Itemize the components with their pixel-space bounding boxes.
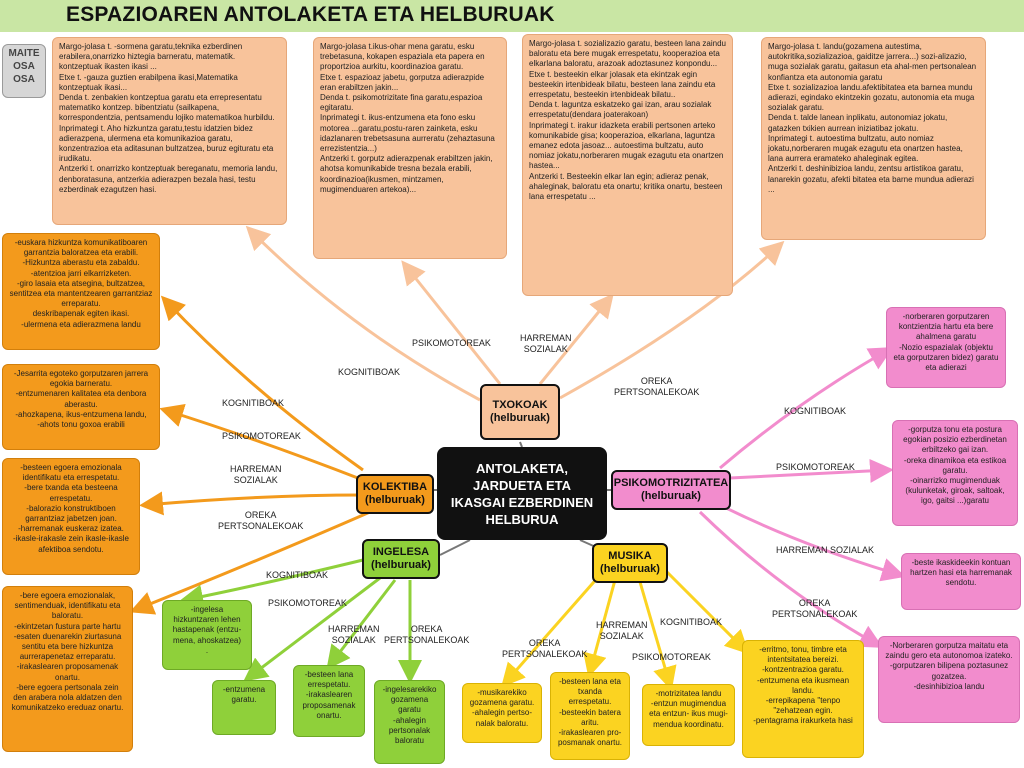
branch-label: HARREMAN SOZIALAK (230, 464, 282, 485)
musika-node: MUSIKA (helburuak) (592, 543, 668, 583)
branch-label: PSIKOMOTOREAK (268, 598, 347, 608)
txoko-harreman-box: Margo-jolasa t. sozializazio garatu, bes… (522, 34, 733, 296)
branch-label: PSIKOMOTOREAK (632, 652, 711, 662)
connector-line (698, 510, 884, 648)
branch-label: PSIKOMOTOREAK (412, 338, 491, 348)
kolektiba-psikomotoreak-box: -Jesarrita egoteko gorputzaren jarrera e… (2, 364, 160, 450)
branch-label: OREKA PERTSONALEKOAK (384, 624, 470, 645)
connector-line (326, 579, 397, 670)
ingelesa-harreman-box: -besteen lana errespetatu. -irakaslearen… (293, 665, 365, 737)
header-bar: ESPAZIOAREN ANTOLAKETA ETA HELBURUAK (0, 0, 1024, 32)
connector-line (638, 581, 677, 691)
connector-line (501, 574, 602, 688)
connector-line (583, 579, 617, 678)
branch-label: HARREMAN SOZIALAK (776, 545, 875, 555)
kolektiba-harreman-box: -besteen egoera emozionala identifikatu … (2, 458, 140, 575)
page-title: ESPAZIOAREN ANTOLAKETA ETA HELBURUAK (66, 3, 555, 26)
branch-label: KOGNITIBOAK (222, 398, 285, 408)
musika-harreman-box: -besteen lana eta txanda errespetatu. -b… (550, 672, 630, 760)
psiko-oreka-box: -Norberaren gorputza maitatu eta zaindu … (878, 636, 1020, 723)
branch-label: OREKA PERTSONALEKOAK (772, 598, 858, 619)
branch-label: OREKA PERTSONALEKOAK (614, 376, 700, 397)
branch-label: OREKA PERTSONALEKOAK (218, 510, 304, 531)
musika-psikomotoreak-box: -motrizitatea landu -entzun mugimendua e… (642, 684, 735, 746)
branch-label: PSIKOMOTOREAK (776, 462, 855, 472)
branch-label: KOGNITIBOAK (266, 570, 329, 580)
connector-line (559, 240, 785, 400)
badge-line: OSA (13, 74, 35, 85)
connector-line (160, 295, 364, 472)
branch-label: KOGNITIBOAK (660, 617, 723, 627)
branch-label: KOGNITIBOAK (338, 367, 401, 377)
connector-line (538, 293, 614, 385)
psiko-harreman-box: -beste ikaskideekin kontuan hartzen hasi… (901, 553, 1021, 610)
branch-label: PSIKOMOTOREAK (222, 431, 301, 441)
connector-line (719, 347, 894, 470)
ingelesa-node: INGELESA (helburuak) (362, 539, 440, 579)
connector-line (179, 558, 364, 609)
branch-label: HARREMAN SOZIALAK (596, 620, 648, 641)
author-badge: MAITE OSA OSA (2, 44, 46, 98)
kolektiba-node: KOLEKTIBA (helburuak) (356, 474, 434, 514)
txoko-oreka-box: Margo-jolasa t. landu(gozamena autestima… (761, 37, 986, 240)
branch-label: OREKA PERTSONALEKOAK (502, 638, 588, 659)
psikomotrizitatea-node: PSIKOMOTRIZITATEA (helburuak) (611, 470, 731, 510)
branch-label: HARREMAN SOZIALAK (328, 624, 380, 645)
connector-line (729, 458, 894, 483)
branch-label: KOGNITIBOAK (784, 406, 847, 416)
connector-line (719, 503, 906, 582)
psiko-kognitiboak-box: -norberaren gorputzaren kontzientzia har… (886, 307, 1006, 388)
ingelesa-kognitiboak-box: -ingelesa hizkuntzaren lehen hastapenak … (162, 600, 252, 670)
txoko-kognitiboak-box: Margo-jolasa t. -sormena garatu,teknika … (52, 37, 287, 225)
connector-line (401, 260, 502, 385)
central-node: ANTOLAKETA, JARDUETA ETA IKASGAI EZBERDI… (437, 447, 607, 540)
kolektiba-kognitiboak-box: -euskara hizkuntza komunikatiboaren garr… (2, 233, 160, 350)
ingelesa-psikomotoreak-box: -entzumena garatu. (212, 680, 276, 735)
connector-line (243, 576, 381, 682)
connector-line (129, 510, 371, 615)
badge-line: MAITE (8, 48, 40, 59)
connector-line (663, 568, 750, 655)
ingelesa-oreka-box: -ingelesarekiko gozamena garatu -ahalegi… (374, 680, 445, 764)
connector-line (159, 403, 364, 482)
psiko-psikomotoreak-box: -gorputza tonu eta postura egokian posiz… (892, 420, 1018, 526)
connector-line (139, 491, 364, 516)
txokoak-node: TXOKOAK (helburuak) (480, 384, 560, 440)
musika-oreka-box: -musikarekiko gozamena garatu. -ahalegin… (462, 683, 542, 743)
badge-line: OSA (13, 61, 35, 72)
branch-label: HARREMAN SOZIALAK (520, 333, 572, 354)
kolektiba-oreka-box: -bere egoera emozionalak, sentimenduak, … (2, 586, 133, 752)
txoko-psikomotoreak-box: Margo-jolasa t.ikus-ohar mena garatu, es… (313, 37, 507, 259)
musika-kognitiboak-box: -erritmo, tonu, timbre eta intentsitatea… (742, 640, 864, 758)
connector-line (245, 225, 481, 402)
